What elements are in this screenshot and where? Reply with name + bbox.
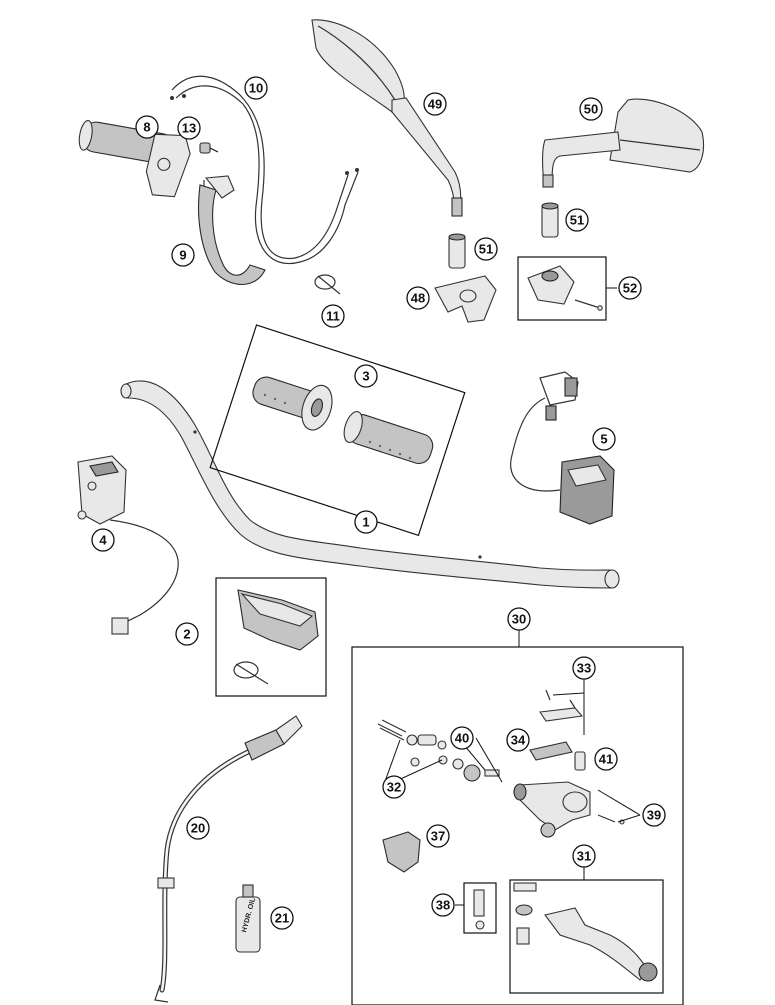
- callout-20: 20: [186, 816, 210, 840]
- callout-39: 39: [642, 803, 666, 827]
- throttle-grip: [78, 119, 191, 198]
- callout-3: 3: [354, 364, 378, 388]
- reservoir-membrane: [529, 741, 573, 761]
- svg-text:32: 32: [387, 780, 401, 795]
- svg-text:5: 5: [600, 432, 607, 447]
- callout-1: 1: [354, 510, 378, 534]
- mirror-clamp: [434, 275, 497, 323]
- svg-text:1: 1: [362, 515, 369, 530]
- callout-4: 4: [91, 528, 115, 552]
- callout-50: 50: [579, 97, 603, 121]
- svg-text:38: 38: [436, 898, 450, 913]
- svg-text:10: 10: [249, 81, 263, 96]
- leader-lines: [382, 287, 641, 906]
- callout-49: 49: [423, 92, 447, 116]
- throttle-housing: [198, 175, 266, 285]
- svg-text:20: 20: [191, 821, 205, 836]
- brake-lever-set: [509, 879, 664, 994]
- master-cylinder-assembly: [351, 630, 684, 1005]
- callout-52: 52: [618, 276, 642, 300]
- screw-set-38: [463, 882, 497, 934]
- screw-13: [199, 142, 219, 154]
- callout-2: 2: [175, 622, 199, 646]
- grips-set: [209, 324, 466, 537]
- callout-5: 5: [592, 427, 616, 451]
- svg-text:30: 30: [512, 612, 526, 627]
- callout-11: 11: [321, 304, 345, 328]
- clamp-set-52: [517, 256, 607, 321]
- callout-34: 34: [506, 728, 530, 752]
- svg-text:21: 21: [275, 911, 289, 926]
- svg-text:33: 33: [577, 661, 591, 676]
- svg-text:9: 9: [179, 248, 186, 263]
- piston-kit: [377, 719, 448, 767]
- mirror-adapter-right: [541, 202, 559, 238]
- pin-41: [574, 751, 586, 771]
- svg-text:4: 4: [99, 533, 107, 548]
- svg-text:39: 39: [647, 808, 661, 823]
- right-handlebar-switch: [510, 371, 615, 525]
- callout-32: 32: [382, 775, 406, 799]
- svg-text:41: 41: [599, 752, 613, 767]
- svg-text:8: 8: [143, 120, 150, 135]
- callout-38: 38: [431, 893, 455, 917]
- svg-text:51: 51: [570, 213, 584, 228]
- callout-40: 40: [450, 726, 474, 750]
- svg-text:2: 2: [183, 627, 190, 642]
- callout-37: 37: [426, 824, 450, 848]
- hydraulic-oil-bottle: HYDR. OIL: [235, 884, 261, 953]
- callout-10: 10: [244, 76, 268, 100]
- svg-text:50: 50: [584, 102, 598, 117]
- mirror-adapter-left: [448, 233, 466, 269]
- svg-text:13: 13: [182, 121, 196, 136]
- brake-line: [154, 715, 303, 1003]
- callout-9: 9: [171, 243, 195, 267]
- svg-text:51: 51: [479, 242, 493, 257]
- handlebar: [120, 380, 620, 589]
- right-mirror: [542, 98, 705, 188]
- left-handlebar-switch: [77, 455, 179, 635]
- throttle-cables: [170, 75, 359, 265]
- svg-text:34: 34: [511, 733, 526, 748]
- callout-41: 41: [594, 747, 618, 771]
- boot-40: [452, 758, 500, 782]
- callout-21: 21: [270, 906, 294, 930]
- svg-text:49: 49: [428, 97, 442, 112]
- callout-8: 8: [135, 115, 159, 139]
- svg-text:3: 3: [362, 369, 369, 384]
- callout-33: 33: [572, 656, 596, 680]
- svg-text:31: 31: [577, 849, 591, 864]
- cover-37: [382, 831, 421, 873]
- left-mirror: [311, 19, 463, 217]
- callout-48: 48: [406, 286, 430, 310]
- callout-51-right: 51: [565, 208, 589, 232]
- svg-text:48: 48: [411, 291, 425, 306]
- reservoir-cover: [539, 689, 584, 722]
- callout-13: 13: [177, 116, 201, 140]
- svg-text:11: 11: [326, 309, 340, 324]
- callout-31: 31: [572, 844, 596, 868]
- svg-text:40: 40: [455, 731, 469, 746]
- switch-housing-2: [215, 577, 327, 697]
- cable-tie-11: [314, 274, 341, 295]
- svg-text:37: 37: [431, 829, 445, 844]
- svg-text:52: 52: [623, 281, 637, 296]
- callout-30: 30: [507, 607, 531, 631]
- callout-51-left: 51: [474, 237, 498, 261]
